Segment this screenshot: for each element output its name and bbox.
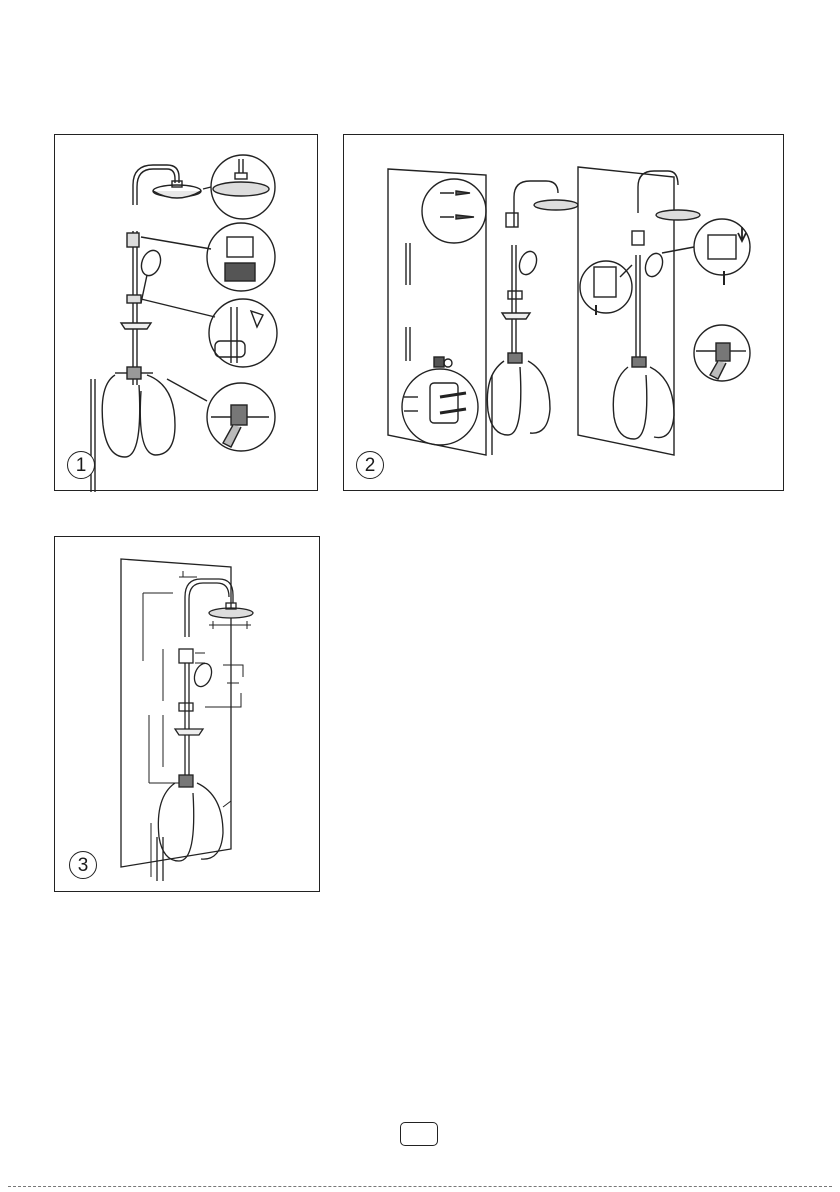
bottom-dashed-rule [8, 1186, 832, 1187]
step-2-badge: 2 [356, 451, 384, 479]
step-1-panel: 1 [54, 134, 318, 491]
step-3-badge: 3 [69, 851, 97, 879]
step-3-panel: 3 [54, 536, 320, 892]
step-1-badge: 1 [67, 451, 95, 479]
step-2-illustration [344, 135, 785, 492]
step-3-illustration [55, 537, 321, 893]
step-2-panel: 2 [343, 134, 784, 491]
step-1-illustration [55, 135, 319, 492]
page-number-box [400, 1122, 438, 1146]
